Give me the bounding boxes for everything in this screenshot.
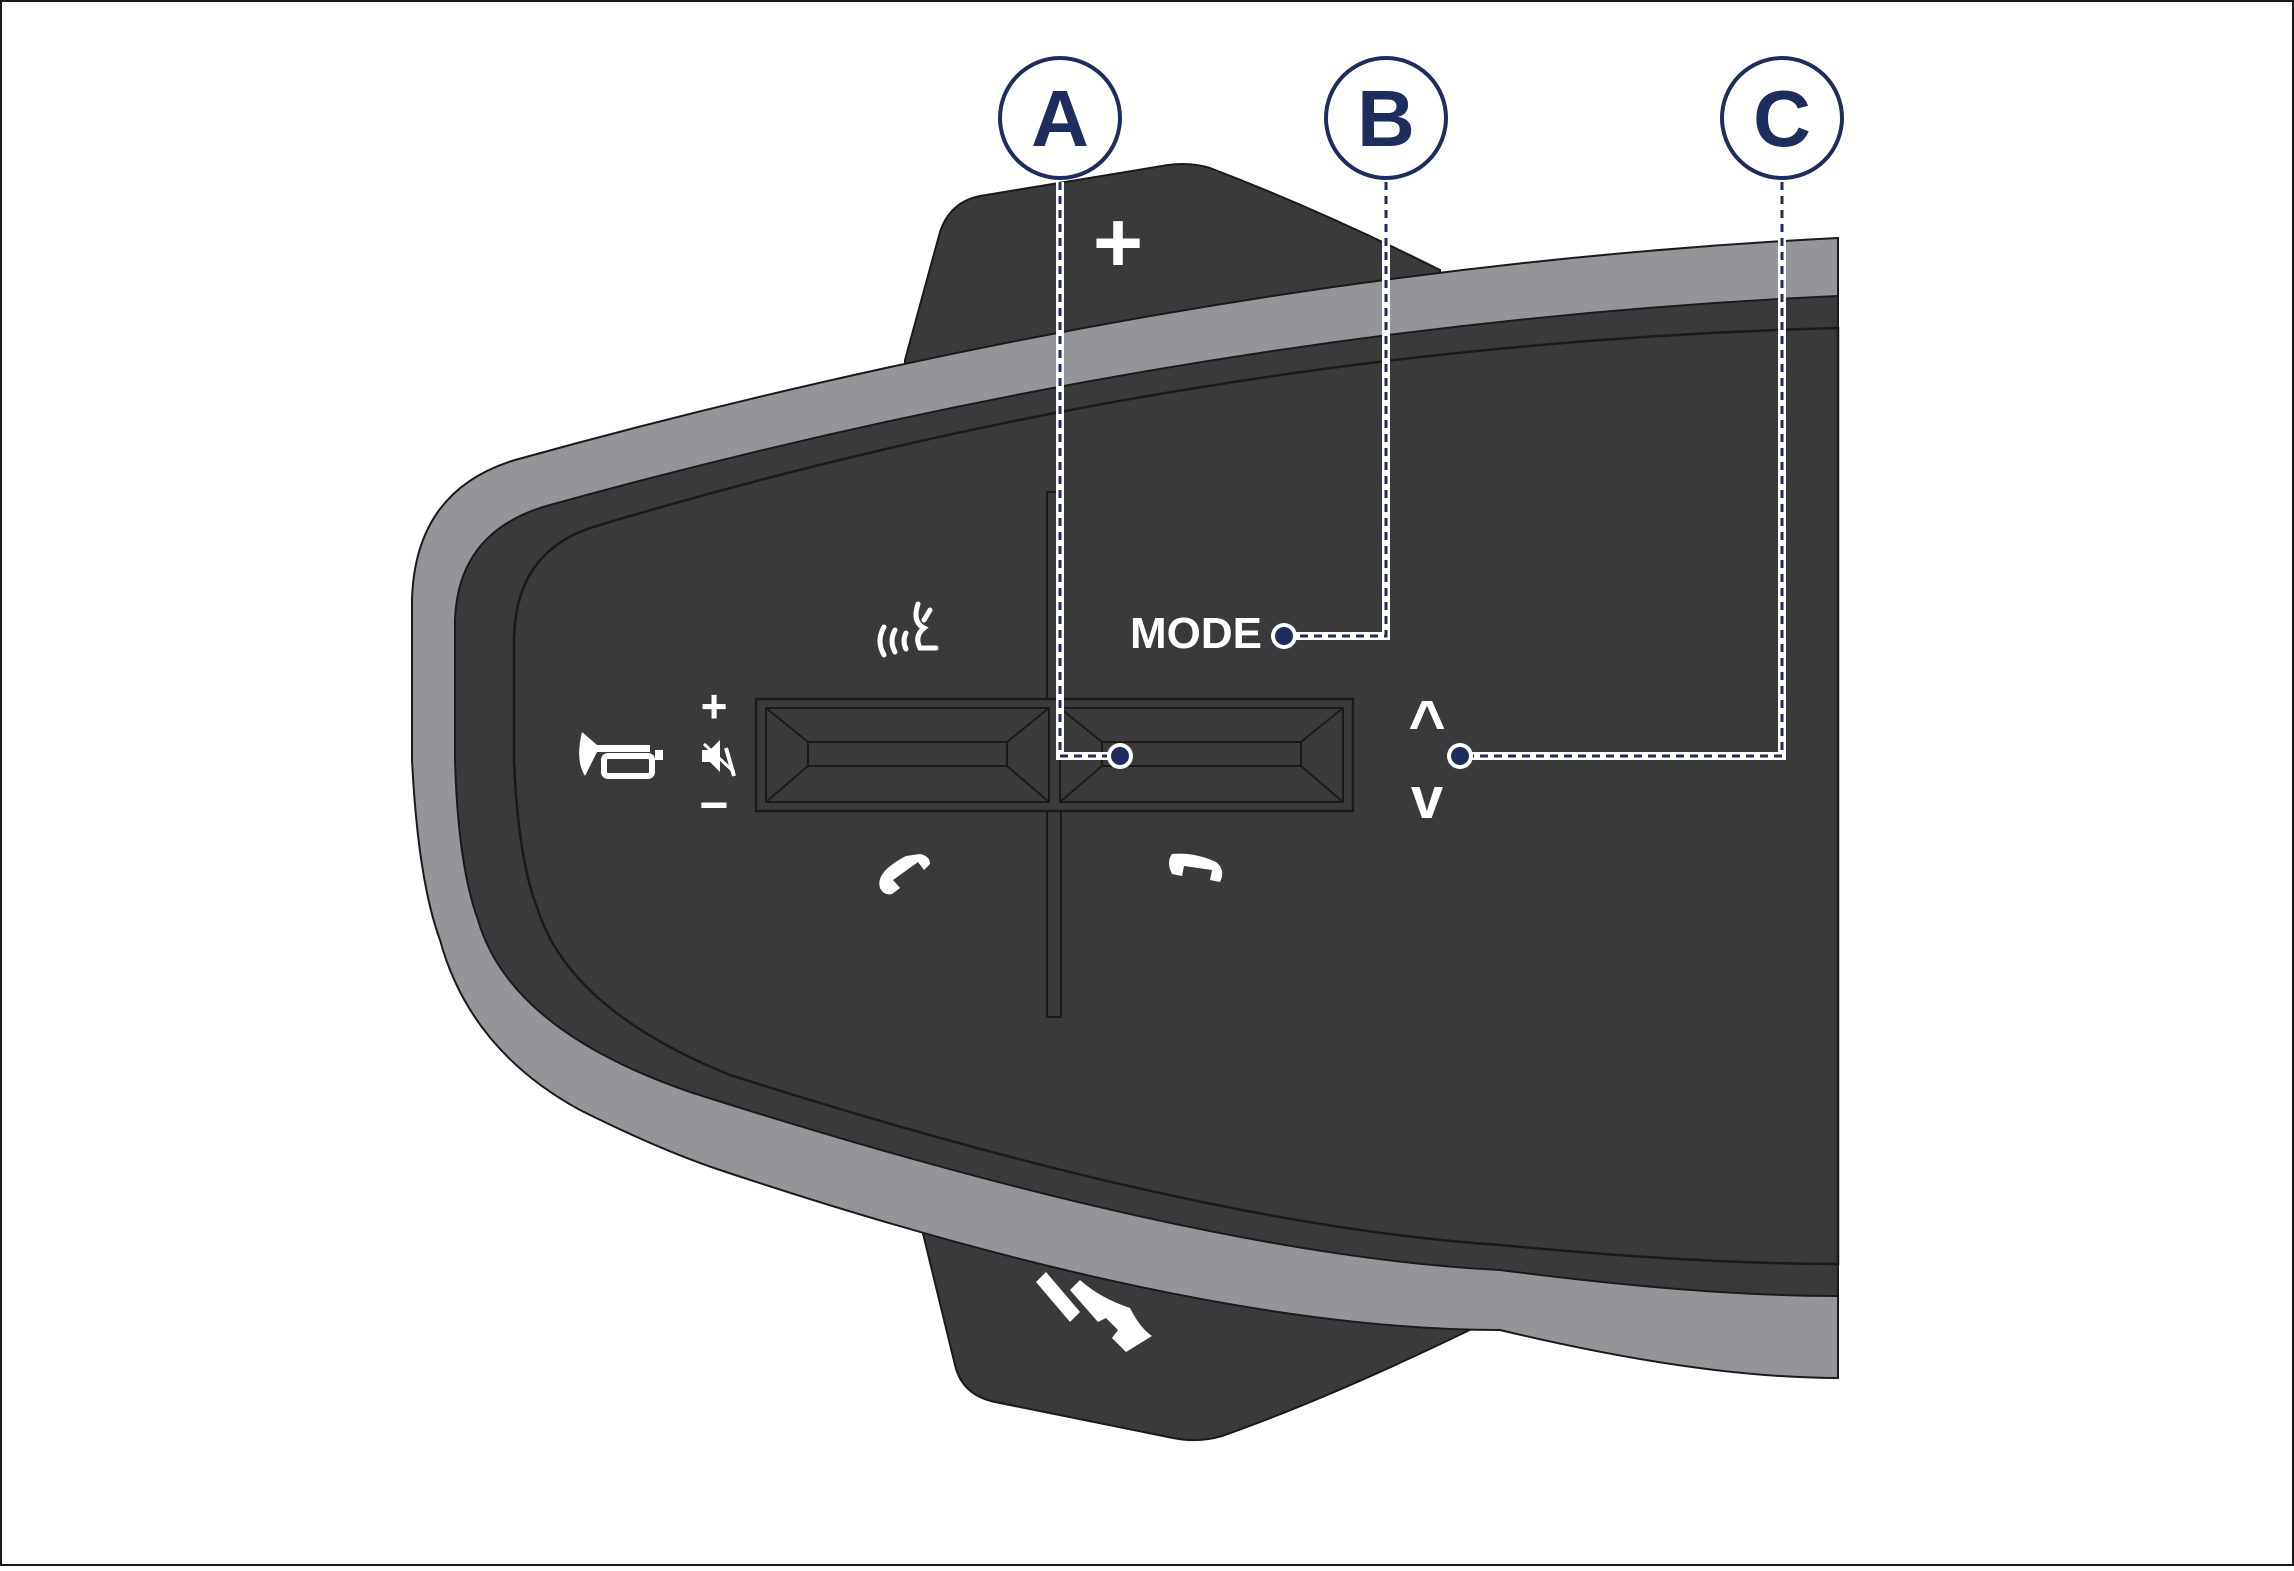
callout-b: B [1324, 56, 1448, 180]
callout-dot-c [1447, 743, 1473, 769]
volume-rocker-button[interactable] [765, 707, 1050, 803]
callout-dot-a [1107, 743, 1133, 769]
callout-lines [1056, 182, 1786, 760]
scroll-down-label: v [1411, 766, 1443, 831]
volume-plus-label: + [701, 680, 728, 732]
callout-c-letter: C [1753, 74, 1811, 163]
phone-hangup-icon [1169, 853, 1223, 882]
callout-b-letter: B [1357, 74, 1415, 163]
voice-command-icon [877, 601, 939, 658]
callout-a-letter: A [1031, 74, 1089, 163]
mute-icon [702, 740, 736, 777]
cruise-control-icon [1036, 1272, 1152, 1352]
plus-top-label: + [1093, 195, 1143, 291]
horn-icon [579, 732, 663, 779]
callout-a: A [998, 56, 1122, 180]
scroll-up-label: ^ [1408, 687, 1445, 759]
volume-minus-label: − [699, 777, 728, 833]
callout-c: C [1720, 56, 1844, 180]
stalk-inner-panel [512, 326, 1840, 1266]
callout-dot-b [1271, 623, 1297, 649]
phone-answer-icon [879, 854, 930, 895]
mode-label: MODE [1130, 609, 1262, 658]
